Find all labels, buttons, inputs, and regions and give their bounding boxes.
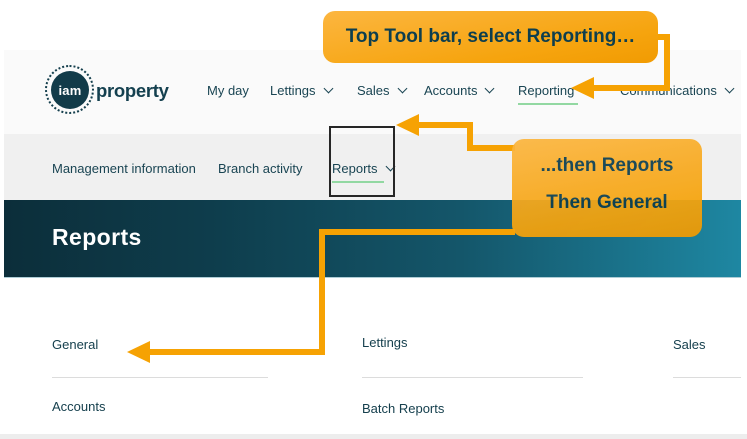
chevron-down-icon [397, 83, 407, 94]
annotation-arrow-segment [149, 349, 322, 355]
top-nav-item-lettings[interactable]: Lettings [270, 83, 333, 98]
annotation-callout-reports-general: ...then Reports Then General [512, 139, 702, 237]
logo-dotted-ring-icon [45, 65, 94, 114]
report-link-accounts[interactable]: Accounts [52, 399, 106, 414]
logo-wordmark: property [96, 80, 169, 101]
nav-label: My day [207, 83, 249, 98]
top-toolbar [4, 50, 741, 134]
active-nav-underline [518, 103, 578, 105]
column-divider [362, 377, 583, 378]
iamproperty-logo[interactable]: iam property [45, 65, 181, 114]
report-link-lettings[interactable]: Lettings [362, 335, 408, 350]
nav-label: Accounts [424, 83, 478, 98]
annotation-text-line2: Then General [546, 192, 668, 213]
annotation-arrow-segment [467, 145, 515, 151]
nav-label: Reporting [518, 83, 575, 98]
report-link-batch-reports[interactable]: Batch Reports [362, 401, 445, 416]
chevron-down-icon [485, 83, 495, 94]
top-nav-item-accounts[interactable]: Accounts [424, 83, 495, 98]
annotation-text-line1: ...then Reports [540, 155, 674, 176]
annotation-text: Top Tool bar, select Reporting… [345, 26, 636, 47]
annotation-arrow-segment [319, 229, 515, 235]
nav-label: Management information [52, 161, 196, 176]
annotation-arrow-segment [319, 229, 325, 355]
active-nav-underline [332, 181, 384, 183]
annotation-arrowhead-reporting [571, 77, 594, 99]
column-divider [673, 377, 741, 378]
annotation-arrow-segment [467, 122, 473, 151]
chevron-down-icon [323, 83, 333, 94]
page-title: Reports [52, 224, 142, 250]
annotation-arrow-segment [590, 85, 670, 91]
nav-label: Branch activity [218, 161, 303, 176]
subnav-item-management-information[interactable]: Management information [52, 161, 196, 176]
nav-label: Lettings [270, 83, 316, 98]
annotation-arrow-segment [655, 34, 669, 40]
annotation-arrowhead-reports [396, 114, 419, 136]
report-link-sales[interactable]: Sales [673, 337, 706, 352]
top-nav-item-my-day[interactable]: My day [207, 83, 249, 98]
bottom-divider-strip [0, 434, 747, 439]
column-divider [52, 377, 268, 378]
logo-circle-icon: iam [51, 71, 89, 109]
top-nav-item-reporting[interactable]: Reporting [518, 83, 592, 105]
subnav-item-branch-activity[interactable]: Branch activity [218, 161, 303, 176]
annotation-arrow-segment [417, 122, 473, 128]
chevron-down-icon [724, 83, 735, 94]
annotation-arrowhead-general [127, 341, 150, 363]
subnav-item-reports[interactable]: Reports [332, 161, 395, 183]
logo-circle-text: iam [58, 82, 82, 98]
report-link-general[interactable]: General [52, 337, 99, 352]
top-nav-item-sales[interactable]: Sales [357, 83, 407, 98]
nav-label: Reports [332, 161, 378, 176]
annotation-callout-reporting: Top Tool bar, select Reporting… [323, 11, 658, 63]
nav-label: Sales [357, 83, 390, 98]
reports-highlight-box [329, 126, 395, 197]
annotation-arrow-segment [664, 34, 670, 91]
